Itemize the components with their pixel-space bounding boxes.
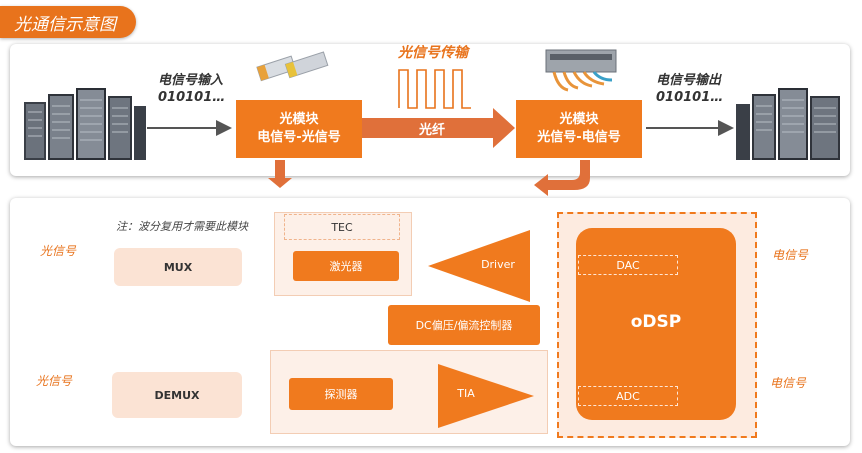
driver-amplifier-icon [428,230,530,302]
driver-label: Driver [481,258,515,271]
elec-in-right-label: 电信号 [772,248,809,262]
fiber-arrow [362,108,515,148]
dac-box: DAC [578,255,678,275]
server-rack-right-icon [736,88,840,160]
laser-label: 激光器 [329,260,363,273]
tx-module-line1: 光模块 [279,112,319,127]
demux-box: DEMUX [112,372,242,418]
elec-out-right-label: 电信号 [770,376,807,390]
elec-out-line2: 010101… [656,90,724,105]
detector-label: 探测器 [324,388,358,401]
elec-out-label: 电信号输出 010101… [656,72,766,106]
laser-box: 激光器 [293,251,399,281]
rx-module-line1: 光模块 [559,112,599,127]
detector-box: 探测器 [289,378,393,410]
adc-box: ADC [578,386,678,406]
top-panel [10,44,850,176]
dc-bias-controller: DC偏压/偏流控制器 [388,305,540,345]
dc-bias-label: DC偏压/偏流控制器 [415,319,513,332]
opt-out-label: 光信号 [40,244,77,258]
elec-in-label: 电信号输入 010101… [158,72,268,106]
dac-label: DAC [616,258,640,272]
wdm-note: 注：波分复用才需要此模块 [116,220,248,233]
tia-label: TIA [457,387,475,400]
tx-module-line2: 电信号-光信号 [257,130,341,145]
tx-down-arrow [268,160,292,188]
rx-module-line2: 光信号-电信号 [537,130,621,145]
optical-signal-label: 光信号传输 [398,45,468,61]
server-rack-left-icon [24,88,146,160]
transceiver-module-icon [256,51,329,82]
odsp-chip [576,228,736,420]
tec-box: TEC [284,214,400,240]
optical-switch-icon [545,49,617,92]
elec-out-line1: 电信号输出 [656,73,722,88]
tx-optical-module: 光模块 电信号-光信号 [236,100,362,158]
demux-label: DEMUX [154,388,200,402]
mux-box: MUX [114,248,242,286]
mux-label: MUX [163,260,193,274]
opt-in-label: 光信号 [36,374,73,388]
rx-curve-arrow [534,160,590,196]
rx-optical-module: 光模块 光信号-电信号 [516,100,642,158]
diagram-title: 光通信示意图 [0,6,136,38]
odsp-label: oDSP [630,312,682,332]
elec-in-line1: 电信号输入 [158,73,224,88]
fiber-label: 光纤 [418,123,445,138]
square-wave [398,69,471,109]
adc-label: ADC [616,389,640,403]
diagram-title-text: 光通信示意图 [14,14,116,35]
tia-amplifier-icon [438,364,534,428]
elec-in-line2: 010101… [158,90,226,105]
tec-label: TEC [331,220,353,234]
